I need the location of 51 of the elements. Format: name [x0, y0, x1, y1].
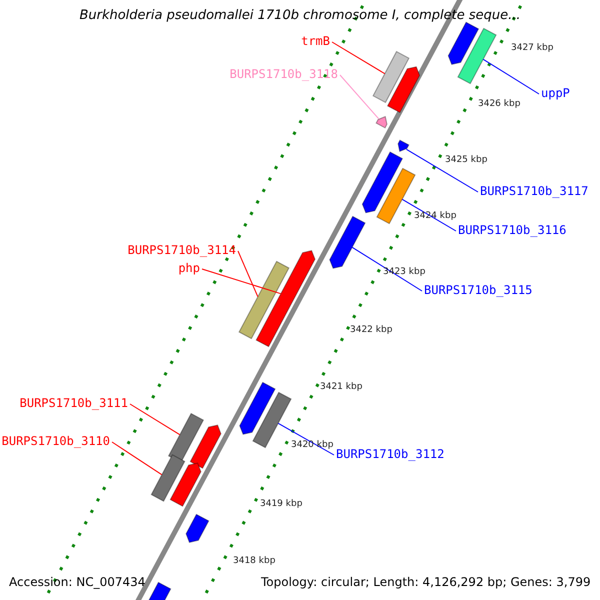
- leader-line: [130, 404, 180, 436]
- scale-label: 3419 kbp: [260, 499, 302, 510]
- gene-block: [150, 454, 186, 502]
- gene-label: BURPS1710b_3116: [458, 223, 566, 237]
- gene-arrow-block: [256, 250, 316, 348]
- scale-label: 3422 kbp: [350, 325, 392, 336]
- gene-label: BURPS1710b_3112: [336, 447, 444, 461]
- leader-line: [112, 442, 162, 476]
- gene-block: [457, 28, 497, 84]
- gene-arrow-block: [239, 382, 276, 435]
- title: Burkholderia pseudomallei 1710b chromosome I, complete seque...: [78, 8, 522, 24]
- gene-arrow-block: [398, 140, 410, 152]
- gene-label: BURPS1710b_3111: [20, 396, 128, 410]
- gene-label: BURPS1710b_3110: [2, 434, 110, 448]
- gene-arrow-block: [376, 116, 388, 128]
- scale-label: 3421 kbp: [320, 382, 362, 393]
- gene-arrow-block: [186, 514, 210, 543]
- scale-label: 3426 kbp: [478, 99, 520, 110]
- info-text: Topology: circular; Length: 4,126,292 bp; Genes: 3,799: [261, 575, 591, 589]
- gene-block: [372, 50, 410, 104]
- gene-block: [376, 168, 416, 224]
- leader-line: [406, 148, 478, 192]
- scale-label: 3418 kbp: [233, 556, 276, 567]
- leader-line: [278, 422, 334, 456]
- scale-label: 3427 kbp: [511, 43, 554, 54]
- leader-line: [340, 74, 380, 120]
- gene-label: trmB: [301, 34, 330, 48]
- leader-line: [238, 250, 258, 298]
- gene-arrow-block: [386, 66, 420, 114]
- gene-arrow-block: [362, 151, 404, 214]
- gene-arrow-block: [190, 424, 222, 469]
- scale-label: 3425 kbp: [445, 155, 488, 166]
- leader-line: [482, 58, 540, 94]
- gene-arrow-block: [329, 216, 366, 269]
- gene-label: BURPS1710b_3114: [128, 243, 236, 257]
- gene-arrow-block: [148, 582, 172, 600]
- leader-line: [202, 268, 282, 294]
- scale-label: 3420 kbp: [291, 440, 334, 451]
- gene-label: BURPS1710b_3117: [480, 184, 588, 198]
- gene-block: [238, 260, 290, 340]
- gene-label: BURPS1710b_3118: [230, 67, 338, 81]
- gene-label: php: [178, 261, 200, 275]
- gene-label: BURPS1710b_3115: [424, 283, 532, 297]
- gene-arrow-block: [448, 22, 480, 65]
- leader-line: [352, 246, 422, 292]
- leader-line: [402, 198, 456, 232]
- leader-line: [332, 42, 386, 74]
- info-text: Accession: NC_007434: [9, 575, 146, 589]
- gene-arrow-block: [170, 462, 202, 507]
- gene-block: [252, 392, 292, 448]
- gene-label: uppP: [541, 86, 570, 100]
